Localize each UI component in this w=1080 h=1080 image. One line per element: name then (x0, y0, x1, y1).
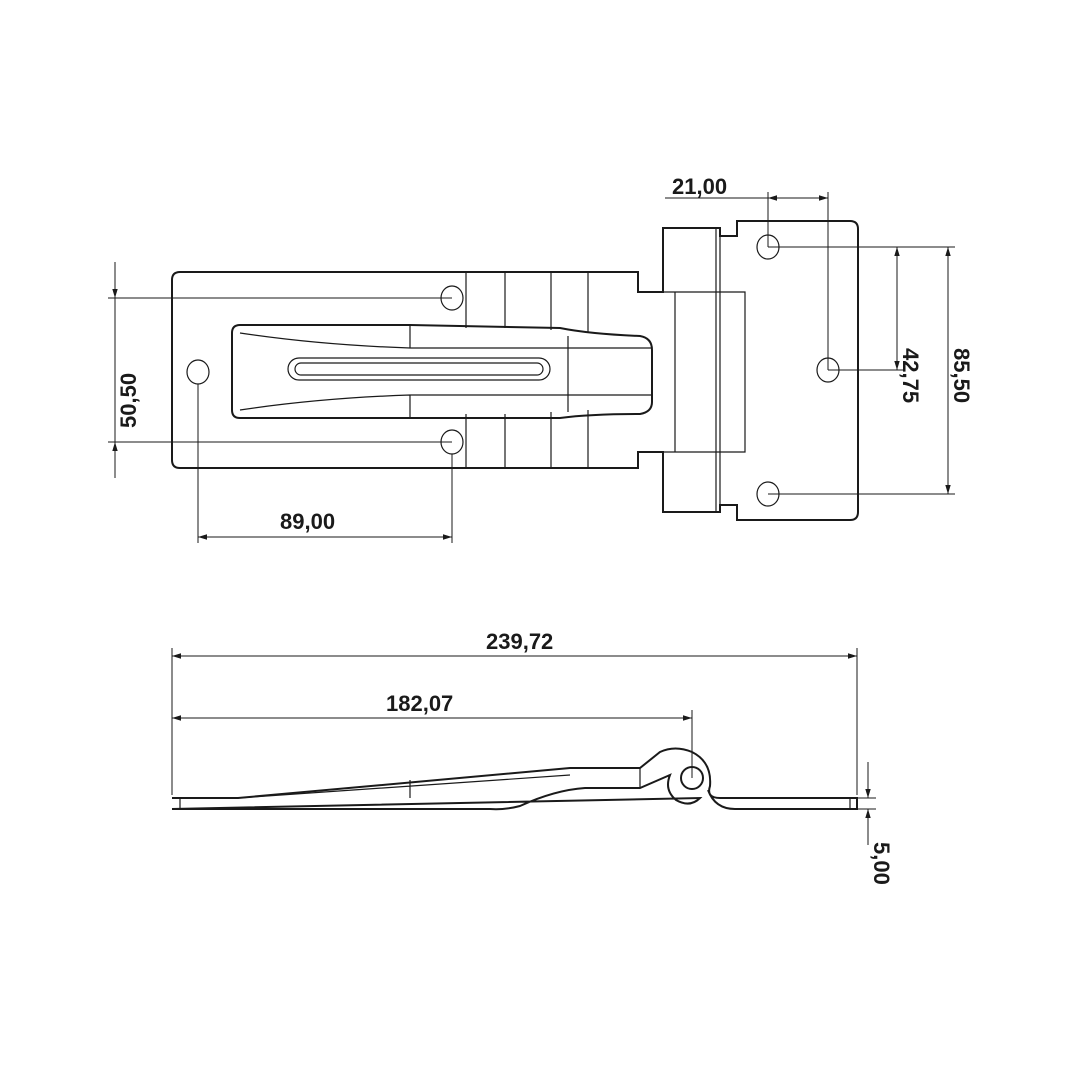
base-plate (171, 220, 859, 521)
dim-42-75: 42,75 (898, 348, 923, 403)
dim-21: 21,00 (672, 174, 727, 199)
handle (231, 324, 653, 419)
mounting-hole (186, 359, 210, 385)
handle-slot (287, 357, 551, 381)
top-view (171, 220, 859, 521)
side-profile (171, 747, 858, 811)
dim-5: 5,00 (869, 842, 894, 885)
dim-239-72: 239,72 (486, 629, 553, 654)
dim-50-50: 50,50 (116, 373, 141, 428)
dim-85-50: 85,50 (949, 348, 974, 403)
dim-89: 89,00 (280, 509, 335, 534)
side-view (171, 747, 858, 811)
dimensions-top: 21,00 85,50 42,75 50,50 89,00 (108, 174, 974, 543)
dim-182-07: 182,07 (386, 691, 453, 716)
dimensions-side: 239,72 182,07 5,00 (171, 629, 894, 885)
